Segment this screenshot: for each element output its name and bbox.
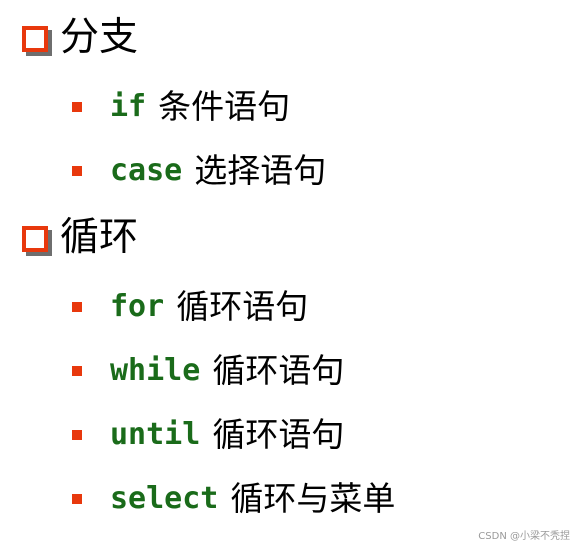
square-bullet-icon [72,430,82,440]
keyword: until [110,417,201,452]
checkbox-square-icon [22,226,48,252]
description: 选择语句 [194,151,327,190]
section-title: 分支 [60,15,139,60]
description: 循环与菜单 [230,479,396,518]
checkbox-square-icon [22,26,48,52]
list-item-until: until 循环语句 [72,412,344,458]
watermark: CSDN @小梁不秃捏 [478,531,570,542]
description: 循环语句 [176,287,309,326]
square-bullet-icon [72,102,82,112]
list-item-for: for 循环语句 [72,284,308,330]
keyword: select [110,481,219,516]
keyword: while [110,353,201,388]
keyword: if [110,89,147,124]
list-item-while: while 循环语句 [72,348,344,394]
section-header-branch: 分支 [22,13,138,63]
square-bullet-icon [72,366,82,376]
square-bullet-icon [72,494,82,504]
description: 循环语句 [212,351,345,390]
list-item-if: if 条件语句 [72,84,290,130]
description: 条件语句 [158,87,291,126]
section-header-loop: 循环 [22,213,138,263]
section-title: 循环 [60,215,139,260]
square-bullet-icon [72,302,82,312]
keyword: for [110,289,165,324]
list-item-select: select 循环与菜单 [72,476,395,522]
square-bullet-icon [72,166,82,176]
description: 循环语句 [212,415,345,454]
list-item-case: case 选择语句 [72,148,326,194]
keyword: case [110,153,183,188]
